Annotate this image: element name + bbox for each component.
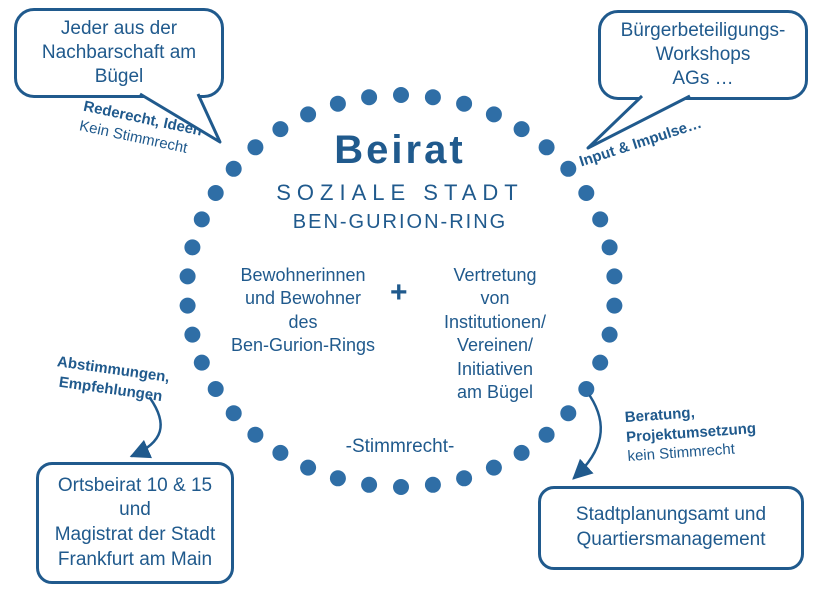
annotation-input-impulse-text: Input & Impulse… — [577, 114, 704, 171]
circle-heading: Beirat SOZIALE STADT BEN-GURION-RING — [250, 128, 550, 234]
annotation-abstimmungen: Abstimmungen, Empfehlungen — [42, 351, 182, 409]
subtitle-ben-gurion-ring: BEN-GURION-RING — [292, 211, 508, 233]
box-stadtplanungsamt: Stadtplanungsamt und Quartiersmanagement — [538, 486, 804, 570]
speech-bubble-neighborhood: Jeder aus der Nachbarschaft am Bügel — [14, 8, 224, 98]
arrow-bottom-right — [572, 394, 602, 480]
voting-right-note: -Stimmrecht- — [345, 436, 455, 457]
residents-group-text: Bewohnerinnen und Bewohner des Ben-Gurio… — [230, 265, 376, 356]
box-ortsbeirat: Ortsbeirat 10 & 15 und Magistrat der Sta… — [36, 462, 234, 584]
annotation-rederecht: Rederecht, Ideen Kein Stimmrecht — [78, 97, 233, 166]
annotation-input-impulse: Input & Impulse… — [577, 104, 735, 172]
annotation-abstimmungen-text: Abstimmungen, Empfehlungen — [56, 353, 171, 405]
annotation-beratung: Beratung, Projektumsetzung kein Stimmrec… — [624, 396, 803, 467]
subtitle-soziale-stadt: SOZIALE STADT — [276, 180, 524, 205]
arrow-bottom-left — [129, 396, 162, 459]
institutions-group-text: Vertretung von Institutionen/ Vereinen/ … — [443, 265, 547, 402]
speech-bubble-workshops: Bürgerbeteiligungs- Workshops AGs … — [598, 10, 808, 100]
plus-sign: + — [390, 276, 408, 309]
beirat-title: Beirat — [334, 128, 466, 172]
